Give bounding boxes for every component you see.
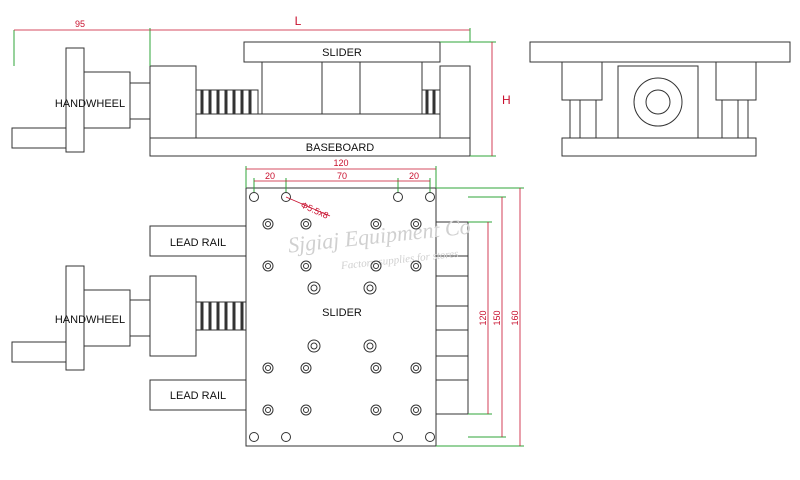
handwheel-hub — [83, 71, 131, 129]
handwheel-collar — [129, 82, 151, 120]
end-view-base — [561, 137, 757, 157]
mounting-holes — [262, 218, 422, 416]
lower-guide — [195, 113, 441, 139]
slider-body — [261, 61, 423, 115]
lead-rail-label-top: LEAD RAIL — [170, 237, 226, 249]
dimension-70: 70 — [337, 171, 347, 181]
handwheel-hub-plan — [83, 289, 131, 347]
handwheel-handle — [11, 127, 68, 149]
corner-screws — [249, 192, 435, 442]
baseboard — [149, 137, 471, 157]
end-view-block-right — [715, 61, 757, 101]
dimension-L: L — [295, 14, 302, 28]
dimension-20-right: 20 — [409, 171, 419, 181]
end-view-block-left — [561, 61, 603, 101]
end-block-right — [439, 65, 471, 139]
hole-leader — [285, 196, 331, 217]
leadscrew-threads-plan — [195, 301, 247, 331]
lead-rail-bottom — [149, 379, 247, 411]
baseboard-label: BASEBOARD — [306, 142, 375, 154]
right-rail-strip — [435, 221, 469, 415]
lead-rail-label-bottom: LEAD RAIL — [170, 390, 226, 402]
handwheel-label-plan: HANDWHEEL — [55, 314, 125, 326]
lead-rail-top — [149, 225, 247, 257]
leadscrew-threads-right — [421, 89, 441, 115]
slider-label-plan: SLIDER — [322, 307, 362, 319]
end-view-rail-right — [721, 99, 749, 139]
dimension-h120: 120 — [478, 310, 488, 325]
dimension-20-left: 20 — [265, 171, 275, 181]
slider-plate-plan — [245, 187, 437, 447]
dimension-H: H — [502, 93, 511, 107]
handwheel-handle-plan — [11, 341, 68, 363]
plan-view: HANDWHEEL LEAD RAIL LEAD RAIL — [11, 158, 524, 447]
end-block-left — [149, 65, 197, 139]
dimension-95: 95 — [75, 19, 85, 29]
dimension-h150: 150 — [492, 310, 502, 325]
slider-plate-side — [243, 41, 441, 63]
end-view — [529, 41, 791, 157]
handwheel-collar-plan — [129, 299, 151, 337]
side-view: SLIDER BASEBOARD HANDWHEEL 95 L H — [11, 14, 511, 157]
dimension-120: 120 — [333, 158, 348, 168]
end-view-bore-inner — [645, 89, 671, 115]
dimension-h160: 160 — [510, 310, 520, 325]
slider-label-side: SLIDER — [322, 47, 362, 59]
end-view-top-plate — [529, 41, 791, 63]
end-view-rail-left — [569, 99, 597, 139]
end-block-plan — [149, 275, 197, 357]
handwheel-label-side: HANDWHEEL — [55, 98, 125, 110]
leadscrew-threads-left — [195, 89, 259, 115]
